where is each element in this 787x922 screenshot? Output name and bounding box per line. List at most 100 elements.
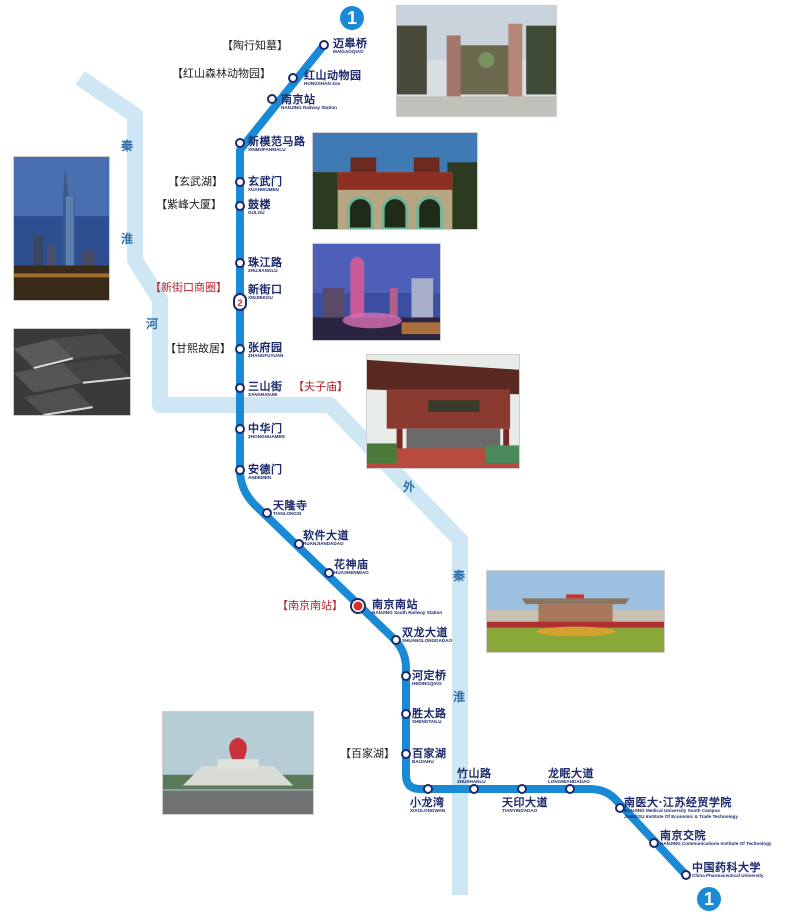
river-label-char: 淮 [121, 232, 134, 246]
poi-nanjing-south-station: 【南京南站】 [277, 599, 343, 612]
station-name-en: ZHANGFUYUAN [248, 353, 284, 358]
station-name: 百家湖 [412, 747, 447, 760]
station-name: 珠江路 [248, 256, 283, 269]
line-1-route [236, 41, 690, 879]
poi-zifeng-tower: 【紫峰大厦】 [156, 198, 222, 211]
station-name-en: LONGMIANDADAO [548, 779, 590, 784]
station-name-en: RUANJIANDADAO [303, 541, 344, 546]
poi-xinjiekou-business-district: 【新街口商圈】 [150, 281, 227, 294]
river-label-char: 淮 [453, 690, 466, 704]
photo-ganxi-residence [13, 328, 131, 416]
station-name-en: XINJIEKOU [248, 295, 273, 300]
station-name: 迈皋桥 [333, 37, 368, 50]
station-name: 河定桥 [412, 669, 447, 682]
station-name-en: NANJING Railway Station [281, 105, 337, 110]
station-name: 南医大·江苏经贸学院 [624, 796, 732, 809]
photo-xuanwu-gate [312, 132, 478, 230]
station-name: 龙眠大道 [548, 767, 594, 780]
station-name: 小龙湾 [410, 796, 445, 809]
station-name: 花神庙 [334, 558, 369, 571]
river-label-char: 秦 [453, 569, 466, 583]
qinhuai-river [75, 71, 468, 895]
station-name-en: BAIJIAHU [412, 759, 434, 764]
poi-baijia-lake: 【百家湖】 [340, 747, 395, 760]
station-name-en: HUASHENMIAO [334, 570, 369, 575]
station-name-en: GULOU [248, 210, 265, 215]
photo-xinjiekou [312, 243, 441, 341]
line-1-badge-bottom: 1 [697, 887, 721, 911]
station-name: 双龙大道 [402, 626, 448, 639]
river-label-char: 河 [146, 317, 159, 331]
station-name-en: XIAOLONGWAN [410, 808, 446, 813]
station-name-en: HONGSHAN Zoo [304, 81, 341, 86]
poi-ganxi-residence: 【甘熙故居】 [165, 342, 231, 355]
station-name-en: HEDINGQIAO [412, 681, 442, 686]
station-name: 安德门 [248, 463, 283, 476]
poi-xuanwu-lake: 【玄武湖】 [168, 175, 223, 188]
station-name: 三山街 [248, 380, 283, 393]
station-name-en-secondary: JIANGSU Institute Of Economic & Trade Te… [624, 813, 739, 819]
station-name: 南京南站 [372, 598, 418, 611]
station-name: 竹山路 [457, 767, 492, 780]
station-name-en: China Pharmaceutical University [692, 873, 764, 878]
photo-confucius-temple [366, 354, 520, 469]
station-name: 南京交院 [660, 829, 706, 842]
station-markers [235, 40, 691, 880]
transfer-marker-xinjiekou: 2 [233, 293, 247, 311]
station-name-en: ANDEMEN [248, 475, 272, 480]
line-1-badge-top: 1 [340, 6, 364, 30]
station-name-en: SANSHANJIE [248, 392, 278, 397]
station-name: 南京站 [281, 93, 316, 106]
station-name: 张府园 [248, 341, 283, 354]
station-name: 天印大道 [502, 796, 548, 809]
station-name: 红山动物园 [304, 69, 362, 82]
photo-nanjing-south-station [486, 570, 665, 653]
river-label-char: 秦 [121, 139, 134, 153]
station-name-en: TIANLONGSI [273, 511, 302, 516]
station-name: 新模范马路 [248, 135, 306, 148]
station-name: 中国药科大学 [692, 861, 761, 874]
poi-confucius-temple: 【夫子庙】 [293, 380, 348, 393]
station-name-en: NANJING Medical University South Campus [624, 808, 720, 813]
photo-zifeng-tower [13, 156, 110, 301]
station-name-en: NANJING South Railway Station [372, 610, 443, 615]
transfer-marker-nanjing-south [350, 598, 366, 614]
poi-hongshan-forest-zoo: 【红山森林动物园】 [172, 67, 271, 80]
photo-baijia-lake [162, 711, 314, 815]
station-name-en: MAIGAOQIAO [333, 49, 364, 54]
station-name-en: TIANYINDADAO [502, 808, 538, 813]
station-name: 新街口 [248, 283, 283, 296]
station-name-en: ZHUJIANGLU [248, 268, 278, 273]
poi-tao-xingzhi-tomb: 【陶行知墓】 [222, 39, 288, 52]
station-name-en: ZHUSHANLU [457, 779, 486, 784]
station-name: 玄武门 [248, 175, 283, 188]
